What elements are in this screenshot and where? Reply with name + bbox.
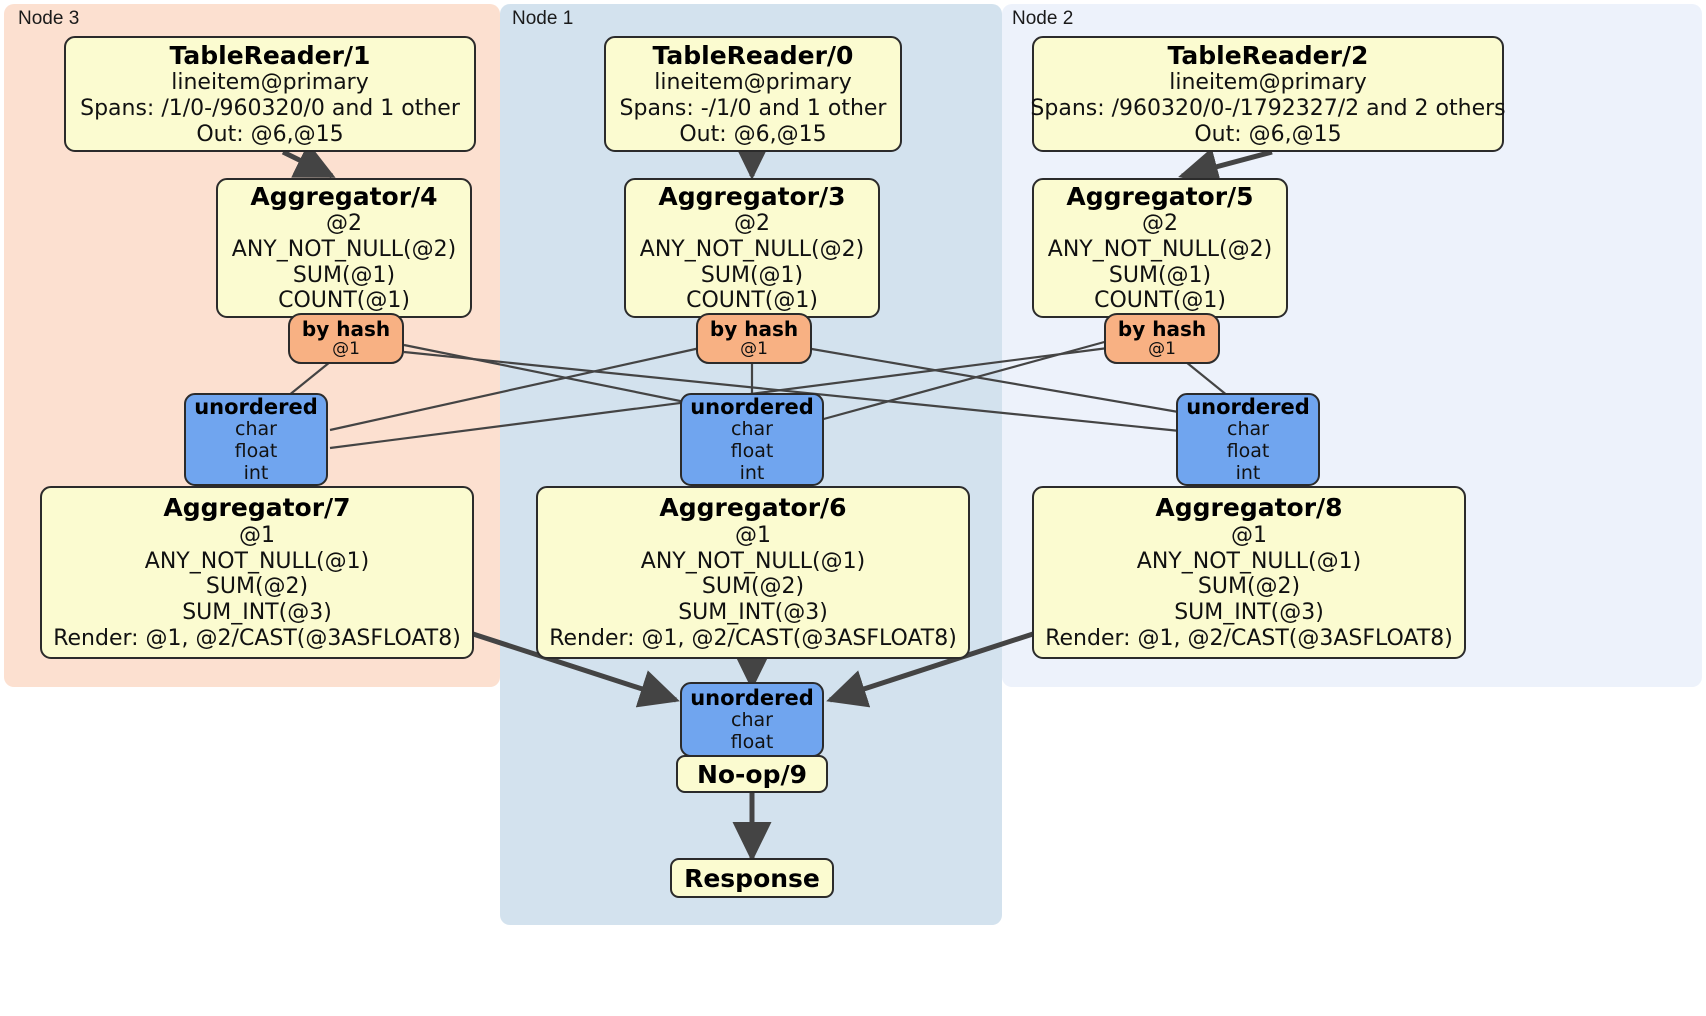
node-detail-line: SUM(@2) — [701, 574, 805, 600]
region-node-3-label: Node 3 — [18, 8, 80, 29]
node-detail-line: lineitem@primary — [1169, 70, 1367, 96]
synchronizer-title: unordered — [690, 394, 814, 419]
synchronizer-title: unordered — [690, 685, 814, 710]
node-detail-line: SUM(@1) — [700, 262, 804, 288]
router-title: by hash — [1117, 317, 1207, 342]
node-detail-line: @1 — [239, 522, 275, 548]
node-detail-line: lineitem@primary — [171, 70, 369, 96]
node-detail-line: Spans: /1/0-/960320/0 and 1 other — [80, 95, 460, 121]
node-title: Aggregator/3 — [658, 181, 846, 211]
synchronizer-type: char — [731, 708, 773, 731]
processor-no-op-9[interactable]: No-op/9 — [676, 755, 828, 793]
synchronizer-type: int — [739, 461, 765, 484]
synchronizer-type: int — [243, 461, 269, 484]
processor-aggregator-4[interactable]: Aggregator/4 @2 ANY_NOT_NULL(@2) SUM(@1)… — [216, 178, 472, 318]
node-detail-line: SUM(@1) — [292, 262, 396, 288]
synchronizer-type: float — [730, 730, 774, 753]
node-title: Aggregator/6 — [659, 493, 847, 523]
synchronizer-type: char — [731, 417, 773, 440]
processor-response[interactable]: Response — [670, 858, 834, 898]
synchronizer-title: unordered — [1186, 394, 1310, 419]
node-title: TableReader/1 — [169, 40, 371, 70]
processor-aggregator-7[interactable]: Aggregator/7 @1 ANY_NOT_NULL(@1) SUM(@2)… — [40, 486, 474, 659]
node-title: TableReader/2 — [1167, 40, 1369, 70]
node-detail-line: SUM(@2) — [205, 574, 309, 600]
node-detail-line: @2 — [734, 211, 770, 237]
synchronizer-unordered-right[interactable]: unordered char float int — [1176, 393, 1320, 486]
node-detail-line: ANY_NOT_NULL(@2) — [231, 237, 457, 263]
router-by-hash-right[interactable]: by hash @1 — [1104, 313, 1220, 364]
router-detail-line: @1 — [332, 339, 360, 360]
node-title: TableReader/0 — [652, 40, 854, 70]
synchronizer-title: unordered — [194, 394, 318, 419]
synchronizer-type: char — [1227, 417, 1269, 440]
node-detail-line: @2 — [1142, 211, 1178, 237]
node-detail-line: ANY_NOT_NULL(@1) — [144, 548, 370, 574]
region-node-2-label: Node 2 — [1012, 8, 1074, 29]
node-detail-line: ANY_NOT_NULL(@2) — [1047, 237, 1273, 263]
node-title: Aggregator/8 — [1155, 493, 1343, 523]
node-detail-line: @1 — [735, 522, 771, 548]
processor-aggregator-6[interactable]: Aggregator/6 @1 ANY_NOT_NULL(@1) SUM(@2)… — [536, 486, 970, 659]
processor-table-reader-1[interactable]: TableReader/1 lineitem@primary Spans: /1… — [64, 36, 476, 152]
synchronizer-unordered-left[interactable]: unordered char float int — [184, 393, 328, 486]
processor-aggregator-3[interactable]: Aggregator/3 @2 ANY_NOT_NULL(@2) SUM(@1)… — [624, 178, 880, 318]
node-detail-line: SUM_INT(@3) — [1174, 600, 1324, 626]
synchronizer-type: float — [730, 439, 774, 462]
node-detail-line: @2 — [326, 211, 362, 237]
node-title: No-op/9 — [696, 759, 808, 789]
node-detail-line: Render: @1, @2/CAST(@3ASFLOAT8) — [549, 625, 957, 651]
synchronizer-type: float — [234, 439, 278, 462]
node-detail-line: Out: @6,@15 — [1194, 121, 1342, 147]
processor-table-reader-2[interactable]: TableReader/2 lineitem@primary Spans: /9… — [1030, 36, 1506, 152]
node-title: Aggregator/4 — [250, 181, 438, 211]
node-detail-line: SUM_INT(@3) — [678, 600, 828, 626]
synchronizer-unordered-final[interactable]: unordered char float — [680, 682, 824, 757]
node-detail-line: SUM(@2) — [1197, 574, 1301, 600]
node-detail-line: ANY_NOT_NULL(@2) — [639, 237, 865, 263]
node-detail-line: ANY_NOT_NULL(@1) — [640, 548, 866, 574]
synchronizer-type: int — [1235, 461, 1261, 484]
synchronizer-type: float — [1226, 439, 1270, 462]
processor-aggregator-5[interactable]: Aggregator/5 @2 ANY_NOT_NULL(@2) SUM(@1)… — [1032, 178, 1288, 318]
router-detail-line: @1 — [740, 339, 768, 360]
node-title: Aggregator/5 — [1066, 181, 1254, 211]
node-detail-line: Render: @1, @2/CAST(@3ASFLOAT8) — [1045, 625, 1453, 651]
node-detail-line: Render: @1, @2/CAST(@3ASFLOAT8) — [53, 625, 461, 651]
router-title: by hash — [709, 317, 799, 342]
node-title: Aggregator/7 — [163, 493, 351, 523]
synchronizer-unordered-center[interactable]: unordered char float int — [680, 393, 824, 486]
processor-aggregator-8[interactable]: Aggregator/8 @1 ANY_NOT_NULL(@1) SUM(@2)… — [1032, 486, 1466, 659]
processor-table-reader-0[interactable]: TableReader/0 lineitem@primary Spans: -/… — [604, 36, 902, 152]
node-detail-line: Spans: /960320/0-/1792327/2 and 2 others — [1030, 95, 1506, 121]
node-title: Response — [684, 863, 820, 893]
node-detail-line: @1 — [1231, 522, 1267, 548]
node-detail-line: SUM(@1) — [1108, 262, 1212, 288]
node-detail-line: COUNT(@1) — [1094, 288, 1226, 314]
router-by-hash-left[interactable]: by hash @1 — [288, 313, 404, 364]
node-detail-line: COUNT(@1) — [278, 288, 410, 314]
node-detail-line: ANY_NOT_NULL(@1) — [1136, 548, 1362, 574]
node-detail-line: lineitem@primary — [654, 70, 852, 96]
synchronizer-type: char — [235, 417, 277, 440]
router-by-hash-center[interactable]: by hash @1 — [696, 313, 812, 364]
node-detail-line: Out: @6,@15 — [679, 121, 827, 147]
node-detail-line: COUNT(@1) — [686, 288, 818, 314]
router-detail-line: @1 — [1148, 339, 1176, 360]
router-title: by hash — [301, 317, 391, 342]
node-detail-line: Out: @6,@15 — [196, 121, 344, 147]
region-node-1-label: Node 1 — [512, 8, 574, 29]
node-detail-line: Spans: -/1/0 and 1 other — [619, 95, 887, 121]
node-detail-line: SUM_INT(@3) — [182, 600, 332, 626]
